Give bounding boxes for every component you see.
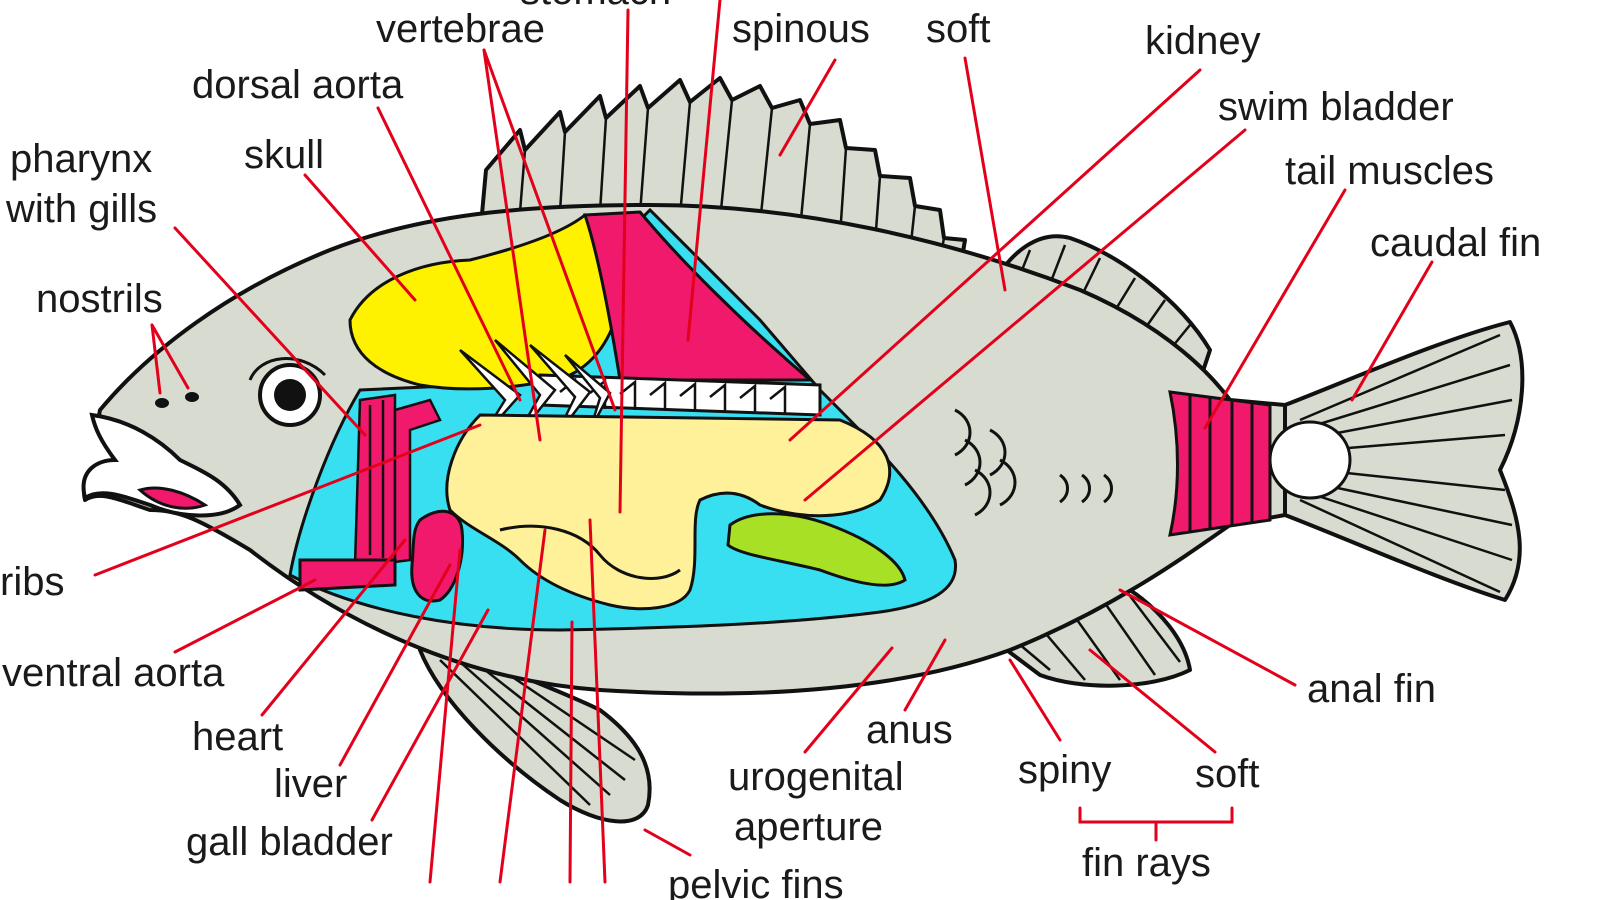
swim-bladder-organs xyxy=(445,413,892,611)
stomach xyxy=(582,210,815,382)
label-gall-bladder: gall bladder xyxy=(186,820,393,864)
nostril-2 xyxy=(185,392,199,402)
label-urogenital-line1: urogenital xyxy=(728,755,904,799)
label-pharynx-line2: with gills xyxy=(5,187,157,231)
tail-muscle-lines xyxy=(1188,396,1254,532)
tail-joint xyxy=(1268,420,1352,500)
tongue xyxy=(137,486,209,510)
label-anus: anus xyxy=(866,708,953,752)
nostril-1 xyxy=(155,398,169,408)
label-soft-top: soft xyxy=(926,7,990,51)
ventral-aorta-vessel xyxy=(298,558,397,592)
intestine-loop xyxy=(499,524,681,580)
label-heart: heart xyxy=(192,715,283,759)
heart xyxy=(410,509,465,603)
label-tail-muscles: tail muscles xyxy=(1285,149,1494,193)
leader-lines xyxy=(93,0,1434,884)
label-dorsal-aorta: dorsal aorta xyxy=(192,63,404,107)
gonad xyxy=(726,512,907,587)
eye-brow xyxy=(248,357,327,381)
label-ventral-aorta: ventral aorta xyxy=(2,651,225,695)
scale-pattern xyxy=(954,408,1113,517)
label-skull: skull xyxy=(244,133,324,177)
label-nostrils: nostrils xyxy=(36,277,163,321)
label-vertebrae: vertebrae xyxy=(376,7,545,51)
label-stomach: stomach xyxy=(520,0,671,13)
caudal-fin xyxy=(1283,320,1525,602)
eye-pupil xyxy=(274,379,306,411)
label-fin-rays: fin rays xyxy=(1082,841,1211,885)
label-pelvic-fins: pelvic fins xyxy=(668,863,844,900)
label-swim-bladder: swim bladder xyxy=(1218,85,1454,129)
tail-muscles-band xyxy=(1168,390,1272,537)
label-soft-bottom: soft xyxy=(1195,752,1259,796)
label-kidney: kidney xyxy=(1145,19,1261,63)
label-pharynx-line1: pharynx xyxy=(10,137,152,181)
label-spinous: spinous xyxy=(732,7,870,51)
label-liver: liver xyxy=(274,762,347,806)
labels: stomach vertebrae spinous soft kidney do… xyxy=(0,0,1541,900)
label-caudal-fin: caudal fin xyxy=(1370,221,1541,265)
label-ribs: ribs xyxy=(0,560,64,604)
label-spiny: spiny xyxy=(1018,748,1111,792)
label-anal-fin: anal fin xyxy=(1307,667,1436,711)
label-urogenital-line2: aperture xyxy=(734,805,883,849)
mouth xyxy=(81,412,243,518)
